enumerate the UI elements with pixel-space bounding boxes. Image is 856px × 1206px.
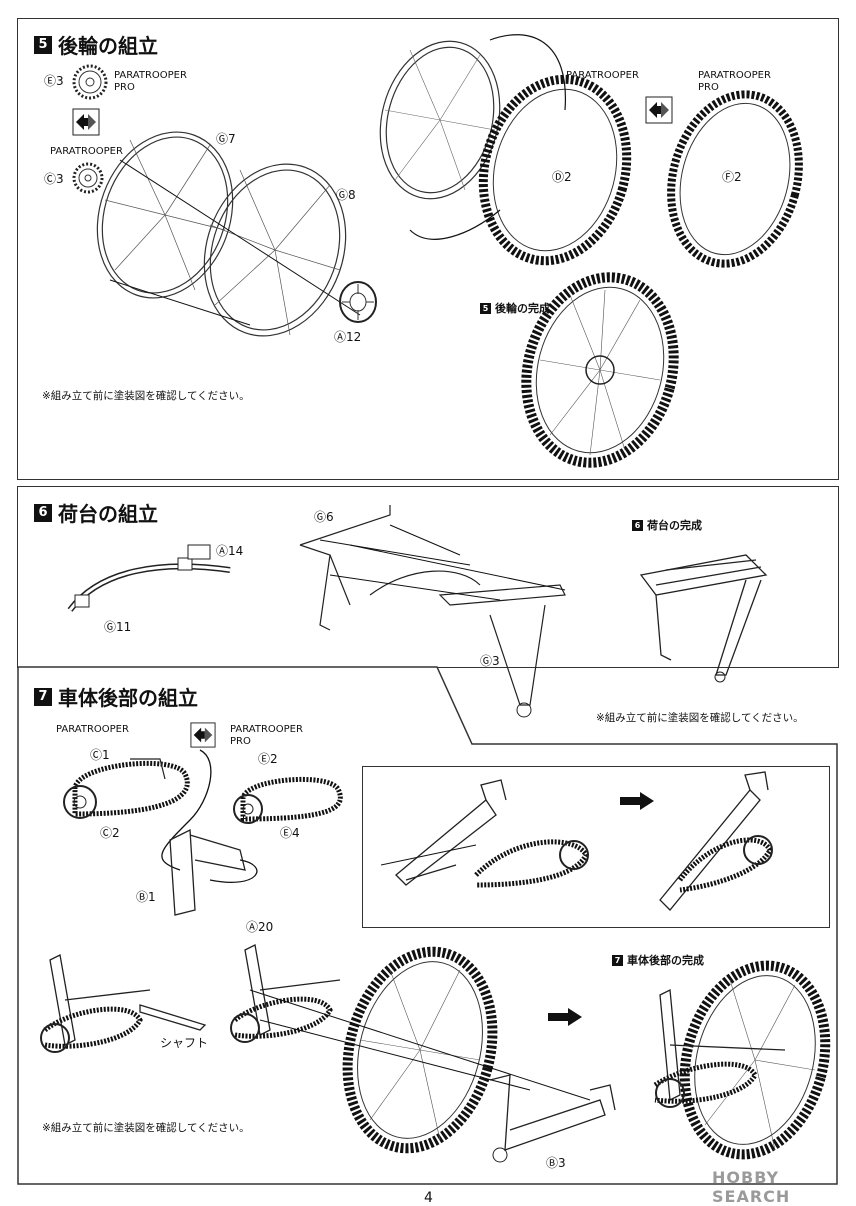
part-e2-label: Ⓔ2 (258, 752, 278, 766)
step5-heading: 5 後輪の組立 (34, 30, 158, 59)
step5-panel (17, 18, 839, 480)
step7-heading: 7 車体後部の組立 (34, 682, 198, 711)
part-g7-label: Ⓖ7 (216, 132, 236, 146)
frame-b1-drawing (161, 749, 258, 916)
page-number: 4 (424, 1190, 433, 1206)
step7-variant-pro-label: PARATROOPER PRO (230, 724, 303, 747)
step5-number: 5 (34, 35, 52, 54)
part-f2-label: Ⓕ2 (722, 170, 742, 184)
right-arrow-icon (620, 792, 654, 810)
rear-wheel-complete-drawing (521, 272, 679, 468)
part-a12-label: Ⓐ12 (334, 330, 362, 344)
tire-f2-drawing (667, 90, 803, 268)
step5-variant-pro-label: PARATROOPER PRO (114, 70, 187, 93)
part-a14-label: Ⓐ14 (216, 544, 244, 558)
step5-note: ※組み立て前に塗装図を確認してください。 (42, 390, 250, 402)
wheel-exploded-drawing (96, 131, 361, 337)
part-e4-label: Ⓔ4 (280, 826, 300, 840)
step5-complete-label: 後輪の完成 (495, 302, 550, 315)
step6-complete-label: 荷台の完成 (647, 519, 702, 532)
part-c3-label: Ⓒ3 (44, 172, 64, 186)
brake-disc-a12-icon (339, 281, 377, 323)
swap-arrow-icon (645, 96, 673, 124)
step7-complete-heading: 7 車体後部の完成 (612, 952, 704, 968)
part-d2-label: Ⓓ2 (552, 170, 572, 184)
tire-pro-label: PARATROOPER PRO (698, 70, 771, 93)
step6-complete-number: 6 (632, 519, 643, 531)
step7-complete-number: 7 (612, 954, 623, 966)
frame-with-shaft-drawing (40, 954, 207, 1053)
fender-g11-drawing (67, 544, 231, 612)
tire-std-label: PARATROOPER (566, 70, 639, 81)
sprocket-c3-icon (72, 162, 104, 194)
part-c2-label: Ⓒ2 (100, 826, 120, 840)
rim-with-tire-drawing (379, 34, 632, 266)
swap-arrow-icon (190, 722, 216, 748)
watermark-logo: HOBBY SEARCH (712, 1168, 791, 1206)
step6-heading: 6 荷台の組立 (34, 498, 158, 527)
step6-title: 荷台の組立 (58, 502, 158, 526)
step7-number: 7 (34, 687, 52, 706)
part-c1-label: Ⓒ1 (90, 748, 110, 762)
rear-frame-chain-drawing (380, 779, 589, 888)
step5-complete-heading: 5 後輪の完成 (480, 300, 550, 316)
rear-assembly-complete-drawing (653, 960, 831, 1160)
wheel-install-exploded-drawing (230, 944, 616, 1163)
rack-complete-drawing (639, 554, 768, 683)
step7-note: ※組み立て前に塗装図を確認してください。 (42, 1122, 250, 1134)
step5-title: 後輪の組立 (58, 34, 158, 58)
step7-title: 車体後部の組立 (58, 686, 198, 710)
rear-frame-assembled-drawing (659, 771, 773, 911)
part-g6-label: Ⓖ6 (314, 510, 334, 524)
part-g11-label: Ⓖ11 (104, 620, 132, 634)
shaft-label: シャフト (160, 1036, 209, 1050)
sprocket-e3-icon (72, 64, 108, 100)
rack-exploded-drawing (299, 505, 566, 718)
part-e3-label: Ⓔ3 (44, 74, 64, 88)
chain-c2-drawing (63, 758, 190, 819)
part-b1-label: Ⓑ1 (136, 890, 156, 904)
step6-complete-heading: 6 荷台の完成 (632, 517, 702, 533)
step5-variant-std-label: PARATROOPER (50, 146, 123, 157)
step7-variant-std-label: PARATROOPER (56, 724, 129, 735)
step7-complete-label: 車体後部の完成 (627, 954, 704, 967)
step7-detail-box (362, 766, 830, 928)
swap-arrow-icon (72, 108, 100, 136)
part-g3-label: Ⓖ3 (480, 654, 500, 668)
chain-e4-drawing (233, 776, 343, 824)
step6-note: ※組み立て前に塗装図を確認してください。 (596, 712, 804, 724)
step5-complete-number: 5 (480, 302, 491, 314)
right-arrow-icon (548, 1008, 582, 1026)
step6-number: 6 (34, 503, 52, 522)
part-b3-label: Ⓑ3 (546, 1156, 566, 1170)
part-a20-label: Ⓐ20 (246, 920, 274, 934)
part-g8-label: Ⓖ8 (336, 188, 356, 202)
